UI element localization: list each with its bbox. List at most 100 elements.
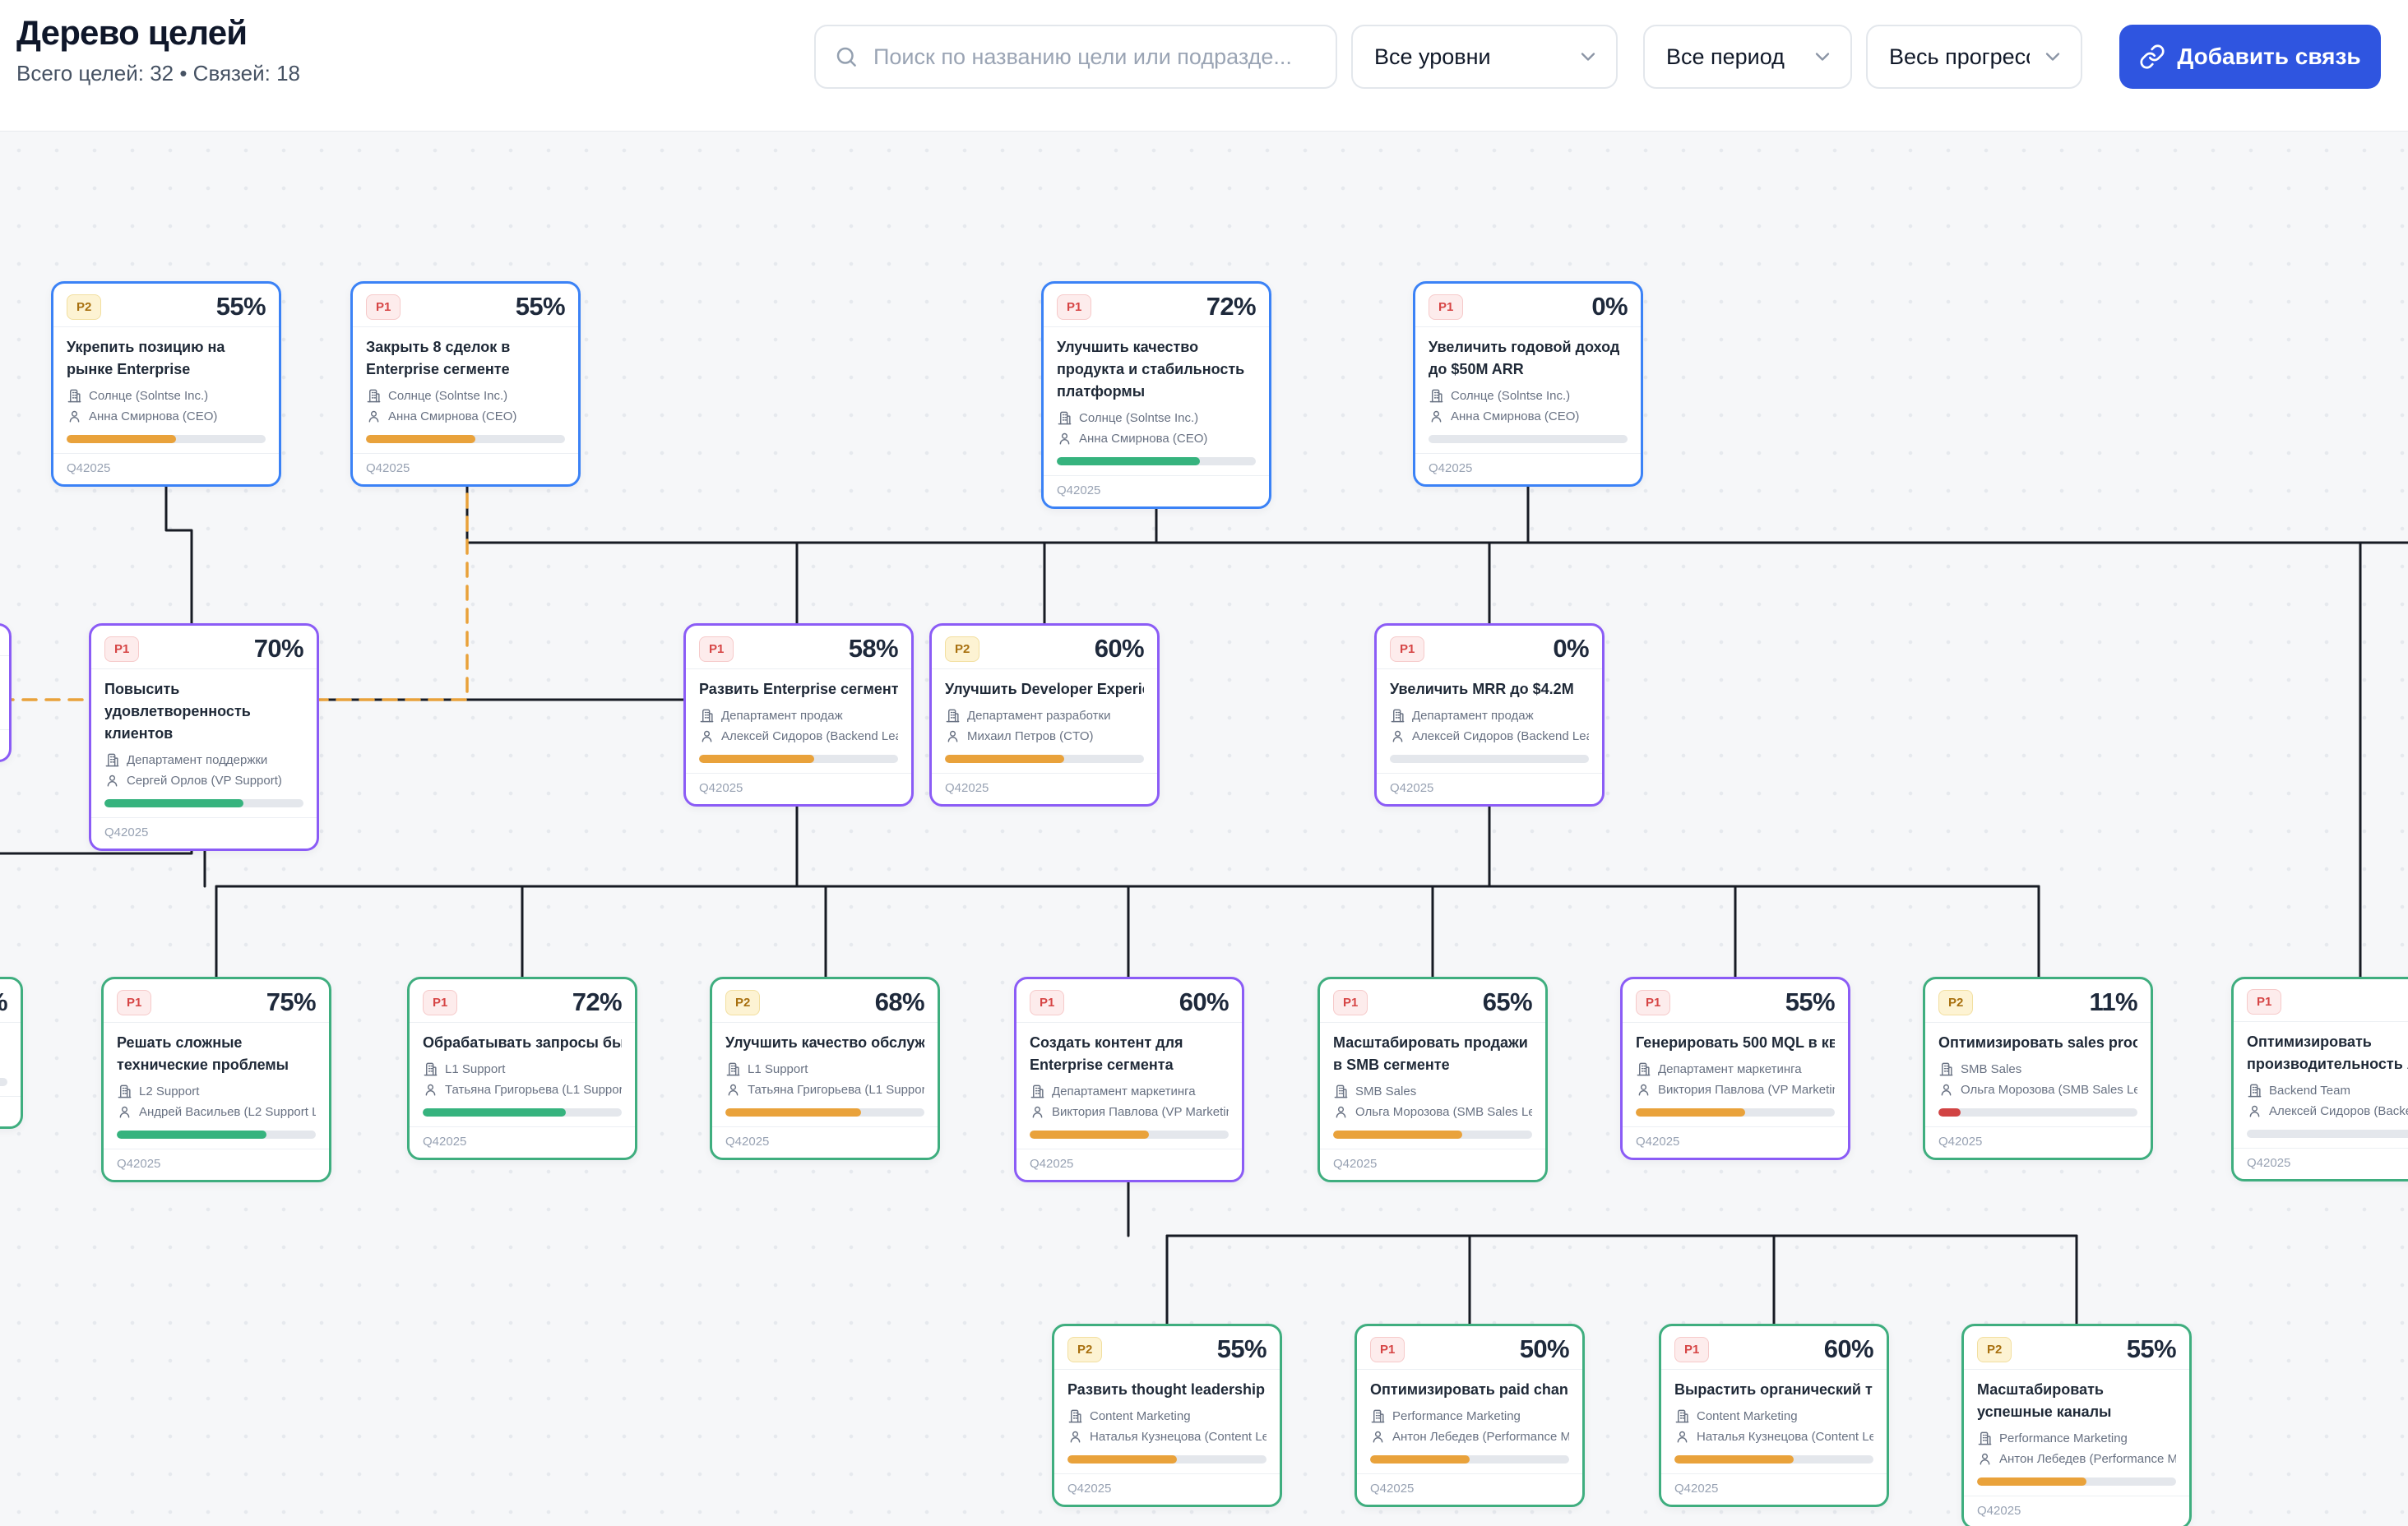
goal-card[interactable]: % (0, 977, 23, 1129)
filter-level-select[interactable]: Все уровни (1351, 25, 1618, 89)
building-icon (424, 1062, 438, 1076)
owner-row: Антон Лебедев (Performance Marketi... (1977, 1450, 2176, 1468)
progress-bar (0, 1078, 7, 1086)
priority-badge: P2 (725, 989, 761, 1015)
progress-fill (117, 1131, 266, 1139)
owner-label: Анна Смирнова (CEO) (388, 409, 517, 423)
org-row: Солнце (Solntse Inc.) (1057, 409, 1256, 428)
org-label: Content Marketing (1090, 1409, 1191, 1423)
goal-title: Увеличить MRR до $4.2M (1390, 681, 1574, 697)
person-icon (1677, 1431, 1688, 1443)
org-label: SMB Sales (1355, 1084, 1417, 1098)
progress-bar (945, 755, 1144, 763)
progress-percent: 55% (1785, 987, 1836, 1016)
filter-progress-select[interactable]: Весь прогресс (1866, 25, 2082, 89)
person-icon (728, 1084, 739, 1096)
goal-title: Улучшить качество продукта и стабильност… (1057, 339, 1245, 400)
progress-fill (67, 435, 177, 443)
org-label: Солнце (Solntse Inc.) (89, 389, 209, 403)
goal-period: Q42025 (353, 453, 578, 484)
goal-period: Q42025 (1320, 1149, 1545, 1180)
add-link-button[interactable]: Добавить связь (2119, 25, 2381, 89)
org-label: Департамент маркетинга (1658, 1062, 1802, 1076)
building-icon (1334, 1084, 1348, 1098)
goal-period (0, 729, 9, 760)
priority-badge: P1 (423, 989, 458, 1015)
org-row: Backend Team (2247, 1081, 2408, 1100)
edge-dashed (317, 446, 469, 701)
owner-label: Алексей Сидоров (Backend Lead) (721, 729, 898, 743)
person-icon (1980, 1453, 1990, 1465)
goal-title: Решать сложные технические проблемы (117, 1034, 289, 1073)
card-body: Генерировать 500 MQL в кварталДепартамен… (1623, 1022, 1848, 1126)
filter-level-value: Все уровни (1374, 44, 1491, 69)
progress-bar (1636, 1108, 1835, 1117)
edge (164, 446, 193, 633)
person-icon (1392, 730, 1403, 742)
building-icon (946, 709, 960, 723)
priority-badge: P1 (1370, 1336, 1405, 1362)
owner-label: Ольга Морозова (SMB Sales Lead) (1961, 1083, 2137, 1097)
priority-badge: P1 (1030, 989, 1065, 1015)
progress-percent: 75% (266, 987, 317, 1016)
search-input[interactable] (872, 43, 1317, 71)
progress-percent: 55% (515, 292, 566, 321)
filter-period-select[interactable]: Все период (1643, 25, 1852, 89)
owner-row: Наталья Кузнецова (Content Lead) (1067, 1427, 1267, 1446)
priority-badge: P1 (1674, 1336, 1710, 1362)
link-icon (2140, 44, 2165, 69)
goal-title: Улучшить качество обслуживания (725, 1034, 924, 1051)
building-icon (1978, 1431, 1992, 1445)
org-row: Департамент продаж (699, 706, 898, 725)
goal-title: Оптимизировать производительность API (2247, 1034, 2408, 1072)
owner-label: Антон Лебедев (Performance Marketi... (1999, 1452, 2176, 1466)
person-icon (1059, 432, 1070, 445)
person-icon (1941, 1084, 1952, 1096)
org-label: L1 Support (445, 1062, 506, 1076)
priority-badge: P2 (1938, 989, 1974, 1015)
person-icon (2249, 1105, 2260, 1117)
progress-percent: 50% (1519, 1334, 1570, 1363)
owner-row: Наталья Кузнецова (Content Lead) (1674, 1427, 1873, 1446)
progress-bar (1370, 1455, 1569, 1464)
goal-period: Q42025 (1925, 1126, 2151, 1158)
building-icon (1637, 1062, 1651, 1076)
goal-period: Q42025 (932, 773, 1157, 804)
progress-percent: 55% (2126, 1334, 2177, 1363)
owner-label: Анна Смирнова (CEO) (1079, 432, 1208, 446)
progress-bar (1030, 1131, 1229, 1139)
progress-bar (725, 1108, 924, 1117)
search-box[interactable] (814, 25, 1337, 89)
progress-fill (1030, 1131, 1150, 1139)
goal-card[interactable] (0, 623, 12, 762)
org-label: Департамент разработки (967, 709, 1111, 723)
